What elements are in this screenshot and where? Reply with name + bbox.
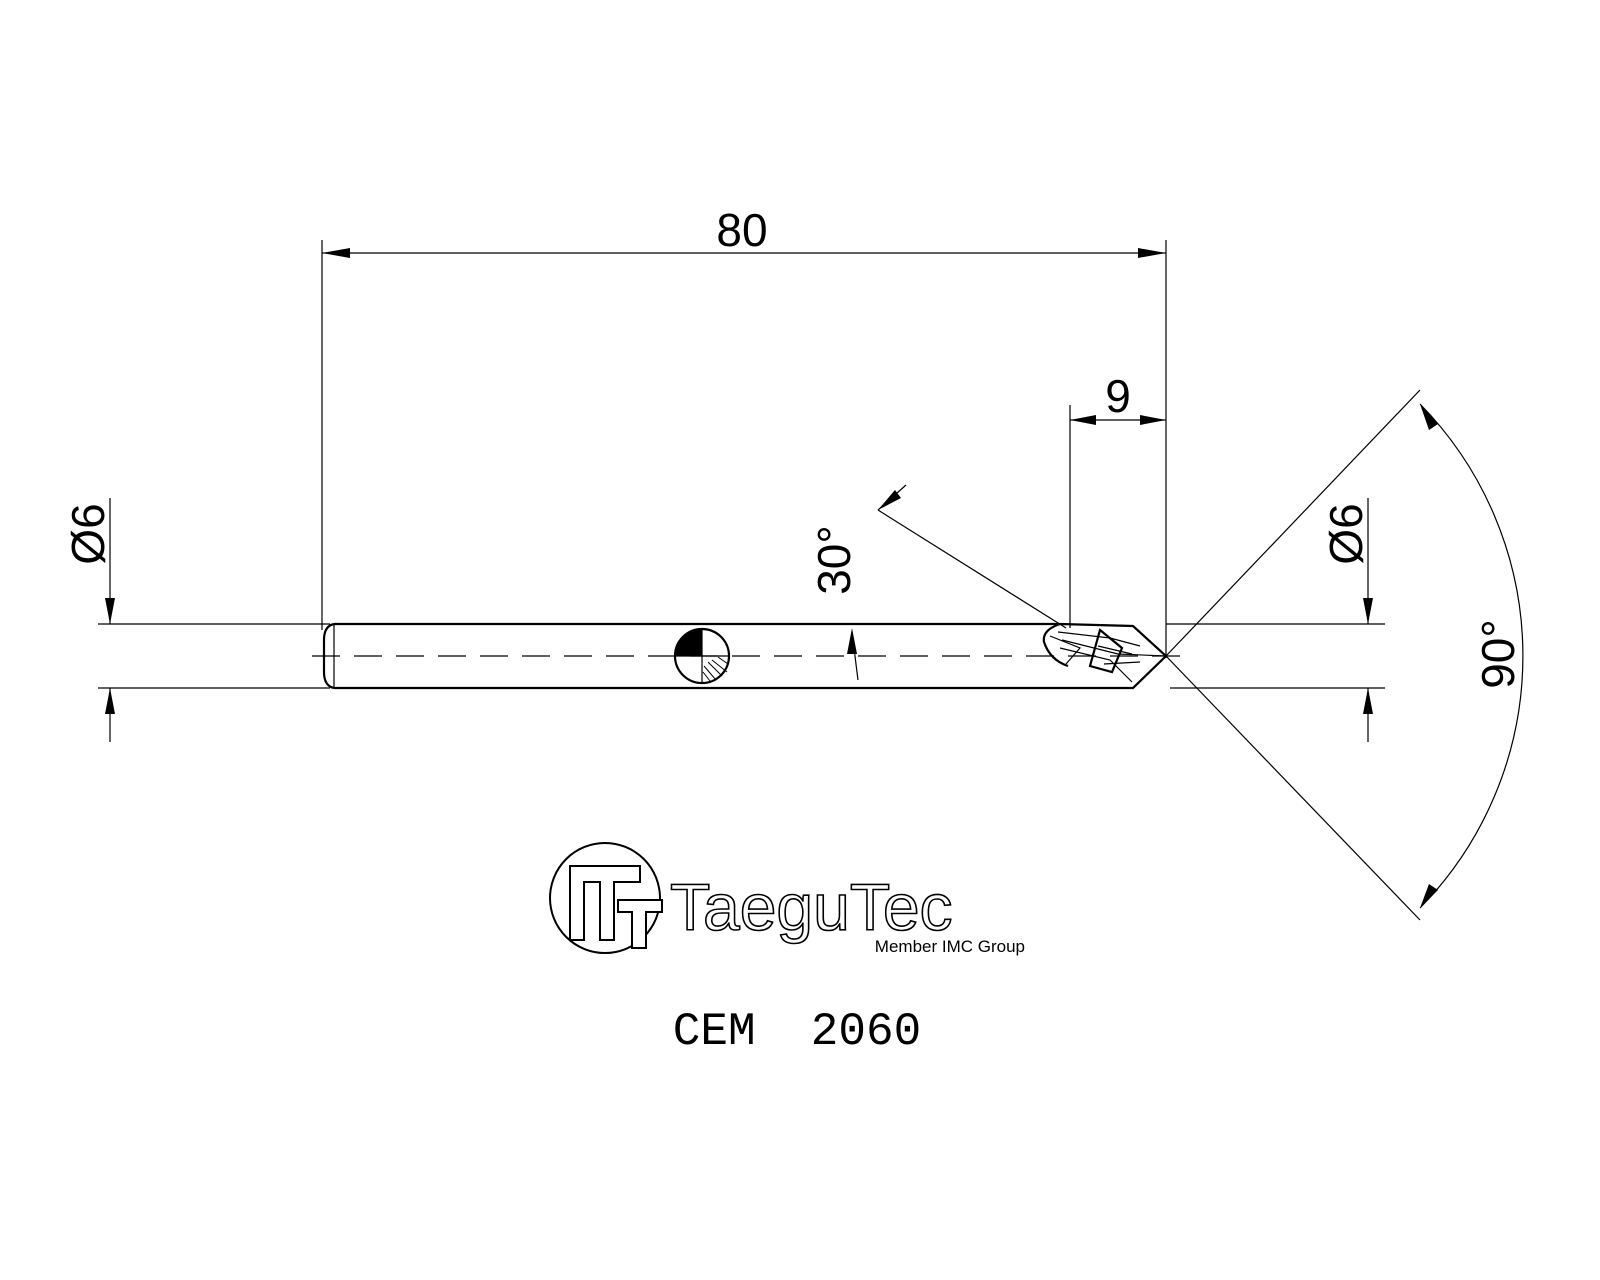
dimension-helix-angle: 30° — [808, 484, 1067, 681]
dimension-point-angle: 90° — [1165, 389, 1524, 921]
dimension-overall-length: 80 — [321, 204, 1167, 658]
logo-tagline: Member IMC Group — [875, 937, 1025, 956]
helix-angle-label: 30° — [808, 525, 860, 595]
section-symbol — [673, 627, 731, 685]
dimension-cutting-length: 9 — [1069, 370, 1166, 628]
dimension-shank-diameter: Ø6 — [62, 498, 330, 742]
logo-wordmark: TaeguTec — [670, 870, 953, 944]
overall-length-label: 80 — [716, 204, 767, 256]
tip-diameter-label: Ø6 — [1320, 503, 1372, 564]
taegutec-logo: TaeguTec Member IMC Group — [549, 842, 1025, 956]
product-code: CEM 2060 — [673, 1006, 921, 1058]
shank-diameter-label: Ø6 — [62, 503, 114, 564]
end-mill-body — [312, 622, 1184, 690]
point-angle-label: 90° — [1472, 619, 1524, 689]
dimension-tip-diameter: Ø6 — [1166, 498, 1385, 742]
cutting-length-label: 9 — [1105, 370, 1131, 422]
